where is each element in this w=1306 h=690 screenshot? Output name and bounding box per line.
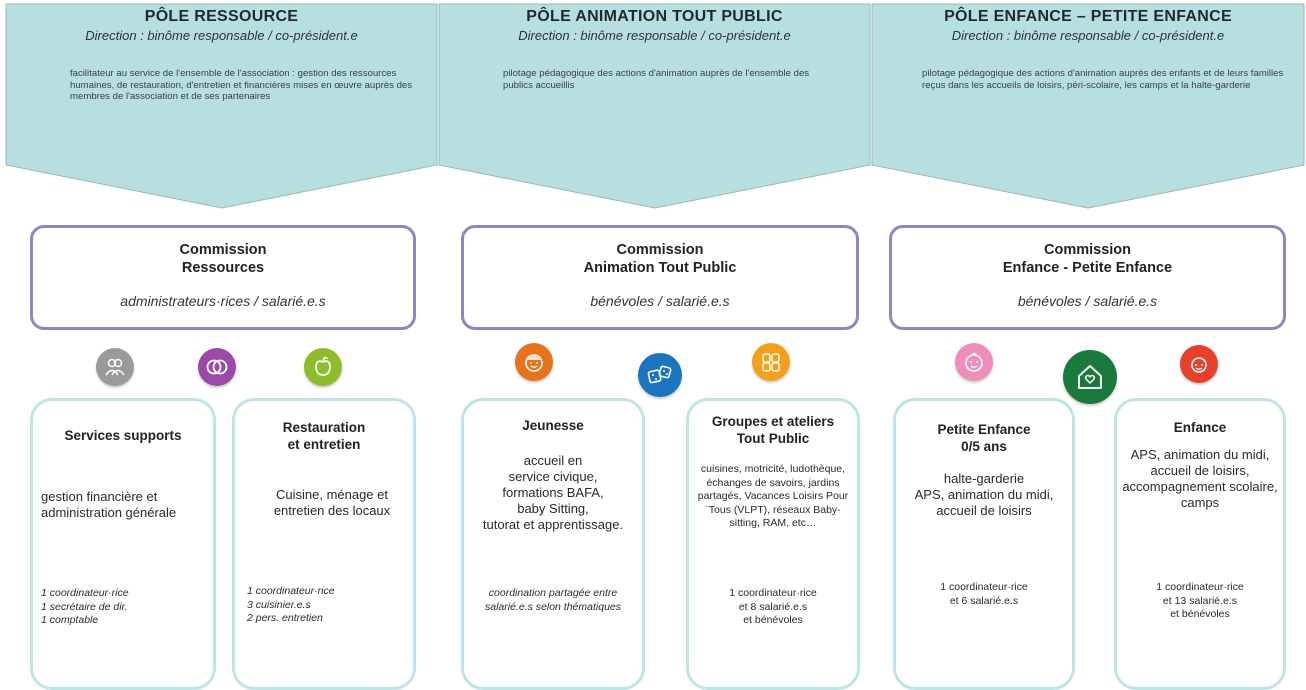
pole-banners bbox=[5, 3, 1305, 209]
pole-description: facilitateur au service de l'ensemble de… bbox=[70, 68, 413, 102]
card-staff: 1 coordinateur·rice 3 cuisinier.e.s 2 pe… bbox=[247, 585, 335, 624]
commission-title: Commission Animation Tout Public bbox=[583, 242, 737, 276]
pole-animation-header: PÔLE ANIMATION TOUT PUBLIC Direction : b… bbox=[439, 8, 870, 43]
pole-description: pilotage pédagogique des actions d'anima… bbox=[922, 68, 1284, 91]
pole-direction: Direction : binôme responsable / co-prés… bbox=[518, 28, 791, 43]
group-icon bbox=[752, 343, 790, 381]
child-face-icon bbox=[515, 343, 553, 381]
card-title: Enfance bbox=[1173, 420, 1227, 435]
card-staff: 1 coordinateur·rice et 13 salarié.e.s et… bbox=[1156, 581, 1244, 620]
pole-enfance-banner bbox=[871, 3, 1305, 209]
pole-direction: Direction : binôme responsable / co-prés… bbox=[85, 28, 358, 43]
card-restauration-entretien: Restauration et entretien Cuisine, ménag… bbox=[232, 398, 416, 690]
card-enfance: Enfance APS, animation du midi, accueil … bbox=[1114, 398, 1286, 690]
dice-icon bbox=[638, 353, 682, 397]
commission-title: Commission Ressources bbox=[179, 242, 267, 276]
card-description: cuisines, motricité, ludothèque, échange… bbox=[697, 463, 849, 529]
people-icon bbox=[96, 348, 134, 386]
card-staff: coordination partagée entre salarié.e.s … bbox=[485, 587, 621, 613]
pole-title: PÔLE RESSOURCE bbox=[144, 8, 299, 25]
card-staff: 1 coordinateur·rice et 8 salarié.e.s et … bbox=[729, 587, 817, 626]
card-description: accueil en service civique, formations B… bbox=[482, 453, 624, 532]
commission-animation: Commission Animation Tout Public bénévol… bbox=[461, 225, 859, 330]
house-heart-icon bbox=[1063, 350, 1117, 404]
card-description: Cuisine, ménage et entretien des locaux bbox=[273, 487, 391, 518]
card-description: APS, animation du midi, accueil de loisi… bbox=[1122, 447, 1278, 510]
card-title: Jeunesse bbox=[522, 418, 584, 433]
pole-ressource-banner bbox=[5, 3, 438, 209]
card-title: Petite Enfance 0/5 ans bbox=[937, 422, 1031, 454]
pole-animation-banner bbox=[438, 3, 871, 209]
pole-enfance-header: PÔLE ENFANCE – PETITE ENFANCE Direction … bbox=[872, 8, 1304, 43]
commission-members: bénévoles / salarié.e.s bbox=[1017, 293, 1158, 309]
card-jeunesse: Jeunesse accueil en service civique, for… bbox=[461, 398, 645, 690]
pole-ressource-header: PÔLE RESSOURCE Direction : binôme respon… bbox=[6, 8, 437, 43]
linked-circles-icon bbox=[198, 348, 236, 386]
pole-description: pilotage pédagogique des actions d'anima… bbox=[503, 68, 810, 91]
kid-face-icon bbox=[1180, 345, 1218, 383]
commission-members: bénévoles / salarié.e.s bbox=[590, 293, 730, 309]
card-title: Groupes et ateliers Tout Public bbox=[711, 414, 835, 446]
card-title: Restauration et entretien bbox=[282, 420, 366, 452]
card-staff: 1 coordinateur·rice et 6 salarié.e.s bbox=[940, 581, 1028, 607]
card-title: Services supports bbox=[64, 428, 182, 443]
card-staff: 1 coordinateur·rice 1 secrétaire de dir.… bbox=[41, 587, 129, 626]
card-description: gestion financière et administration gén… bbox=[41, 489, 177, 520]
commission-ressources: Commission Ressources administrateurs·ri… bbox=[30, 225, 416, 330]
commission-members: administrateurs·rices / salarié.e.s bbox=[120, 293, 326, 309]
commission-title: Commission Enfance - Petite Enfance bbox=[1002, 242, 1173, 276]
apple-icon bbox=[304, 348, 342, 386]
card-services-supports: Services supports gestion financière et … bbox=[30, 398, 216, 690]
pole-direction: Direction : binôme responsable / co-prés… bbox=[951, 28, 1225, 43]
baby-face-icon bbox=[955, 343, 993, 381]
commission-enfance: Commission Enfance - Petite Enfance béné… bbox=[889, 225, 1286, 330]
pole-title: PÔLE ANIMATION TOUT PUBLIC bbox=[526, 8, 783, 25]
card-petite-enfance: Petite Enfance 0/5 ans halte-garderie AP… bbox=[893, 398, 1075, 690]
pole-title: PÔLE ENFANCE – PETITE ENFANCE bbox=[944, 8, 1232, 25]
card-description: halte-garderie APS, animation du midi, a… bbox=[914, 471, 1054, 518]
card-groupes-ateliers: Groupes et ateliers Tout Public cuisines… bbox=[686, 398, 860, 690]
